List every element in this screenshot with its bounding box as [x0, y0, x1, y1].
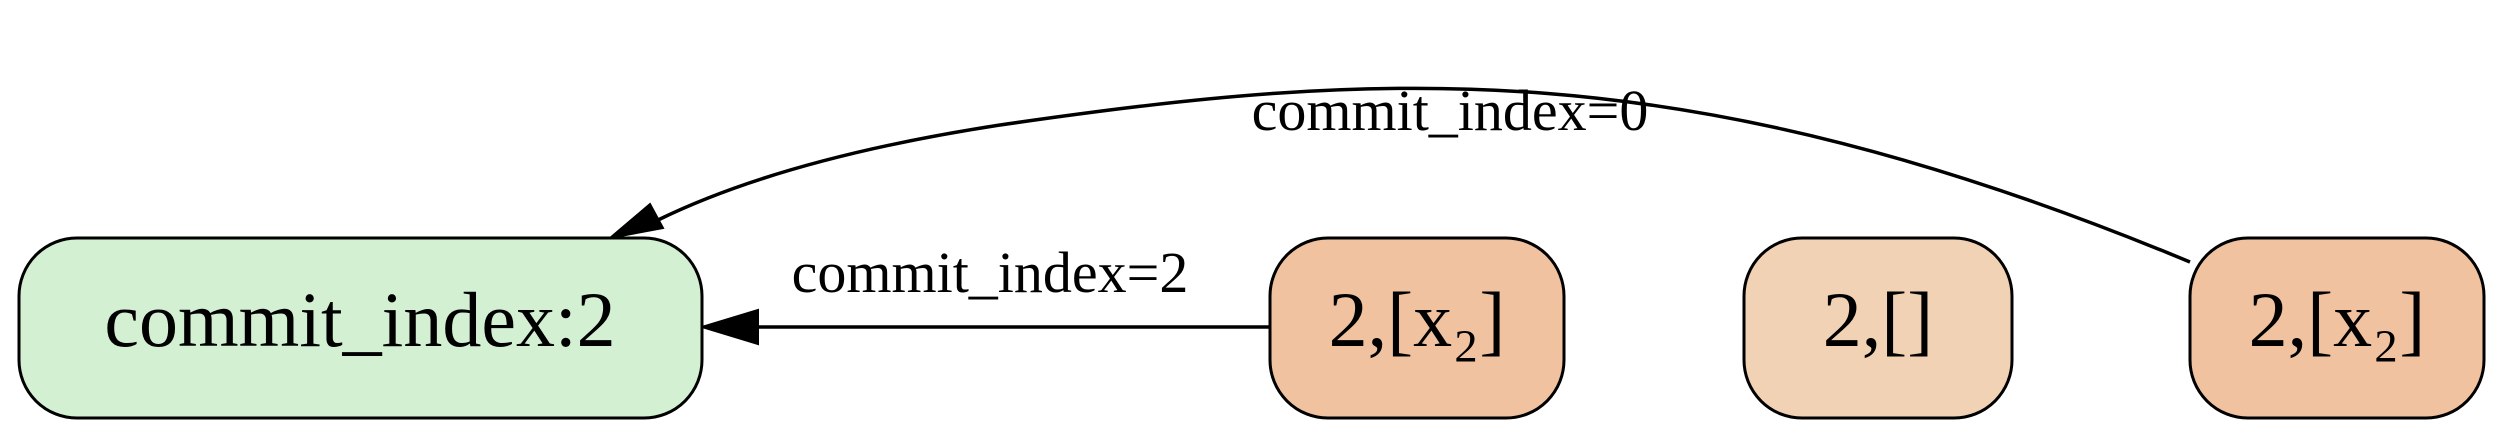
edge-label-commit-index-0: commit_index=0 [1252, 78, 1649, 143]
edge-line-commit-index-0 [657, 86, 2191, 264]
arrowhead-icon [698, 308, 759, 346]
node-leader: commit_index:2 [17, 236, 704, 420]
edge-commit-index-0: commit_index=0 [606, 78, 2191, 264]
node-leader-box [17, 236, 704, 420]
node-follower-1: 2,[x₂] [1268, 236, 1566, 420]
node-follower-1-label: 2,[x₂] [1329, 276, 1506, 363]
node-follower-3-box [2188, 236, 2486, 420]
edge-commit-index-2: commit_index=2 [698, 240, 1270, 346]
edge-label-commit-index-2: commit_index=2 [792, 240, 1189, 305]
node-leader-label: commit_index:2 [104, 276, 615, 363]
node-follower-2-box [1742, 236, 2014, 420]
arrowhead-icon [606, 202, 665, 240]
node-follower-2: 2,[] [1742, 236, 2014, 420]
node-follower-3-label: 2,[x₂] [2249, 276, 2426, 363]
node-follower-3: 2,[x₂] [2188, 236, 2486, 420]
node-follower-2-label: 2,[] [1823, 276, 1933, 363]
node-follower-1-box [1268, 236, 1566, 420]
